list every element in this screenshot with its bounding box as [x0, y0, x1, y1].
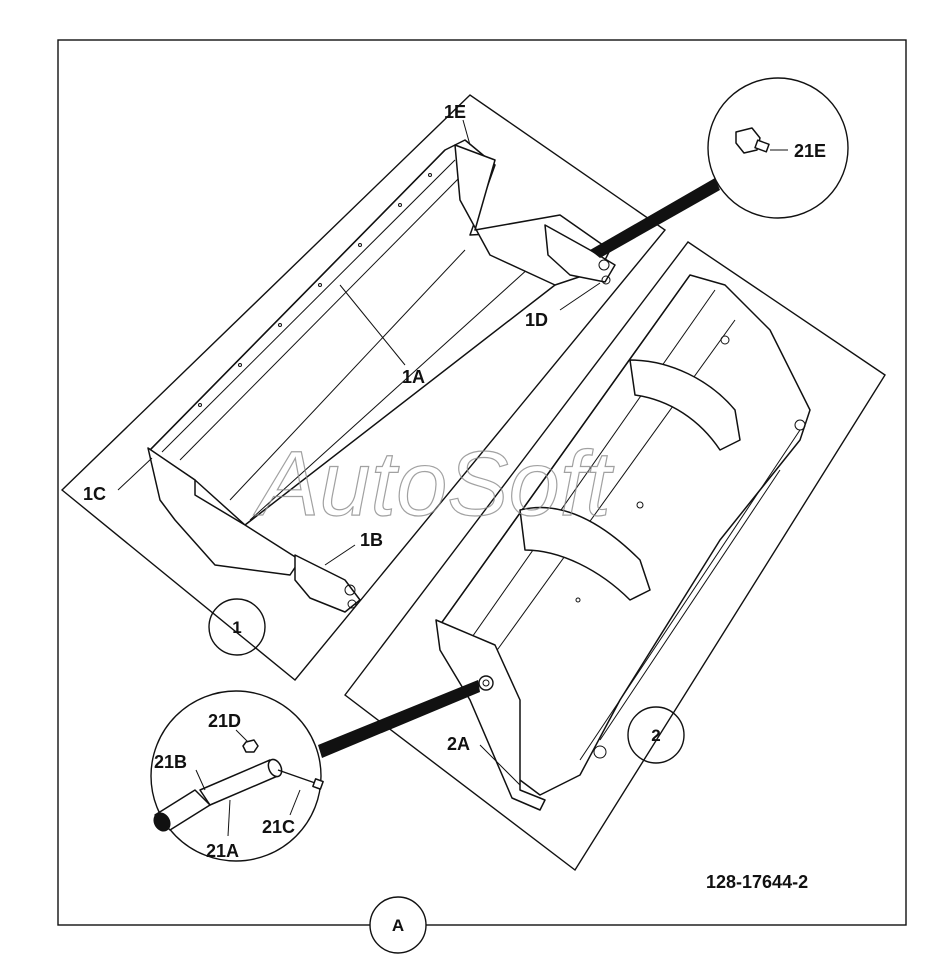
- detail-circle-21: [150, 690, 322, 862]
- frame-end-plate-2A: [435, 619, 546, 811]
- grease-nipple-icon: [735, 127, 770, 154]
- label-2A: 2A: [447, 734, 470, 754]
- label-1C: 1C: [83, 484, 106, 504]
- pivot-hole: [478, 675, 494, 691]
- cross-plate-lower: [519, 506, 651, 601]
- label-21D: 21D: [208, 711, 241, 731]
- detail-pointer-21: [318, 680, 480, 758]
- label-21A: 21A: [206, 841, 239, 861]
- nut-21D: [242, 739, 259, 753]
- callout-circle-A: A: [369, 896, 427, 954]
- panel-2-outline: [344, 241, 886, 872]
- panel-1-outline: [60, 94, 667, 681]
- detail-21E: [590, 77, 849, 258]
- detail-circle-21E: [707, 77, 849, 219]
- label-21C: 21C: [262, 817, 295, 837]
- svg-text:A: A: [392, 916, 404, 935]
- cross-plate-upper: [629, 359, 741, 451]
- detail-21-pin: [150, 680, 480, 862]
- label-21B: 21B: [154, 752, 187, 772]
- label-21E: 21E: [794, 141, 826, 161]
- bracket-1B: [294, 554, 361, 613]
- diagram-frame: [57, 39, 907, 926]
- panel-2-frame: [344, 241, 886, 872]
- watermark-text: AutoSoft: [253, 433, 614, 535]
- label-1E: 1E: [444, 102, 466, 122]
- callout-circle-1: 1: [208, 598, 266, 656]
- label-1D: 1D: [525, 310, 548, 330]
- svg-text:2: 2: [651, 726, 660, 745]
- svg-text:1: 1: [232, 618, 241, 637]
- label-1A: 1A: [402, 367, 425, 387]
- panel-1-bucket: [60, 94, 667, 681]
- detail-pointer-21E: [590, 178, 720, 258]
- drawing-number: 128-17644-2: [706, 872, 808, 892]
- label-1B: 1B: [360, 530, 383, 550]
- bolt-21C: [277, 769, 319, 785]
- callout-circle-2: 2: [627, 706, 685, 764]
- back-edge-holes: [198, 173, 432, 407]
